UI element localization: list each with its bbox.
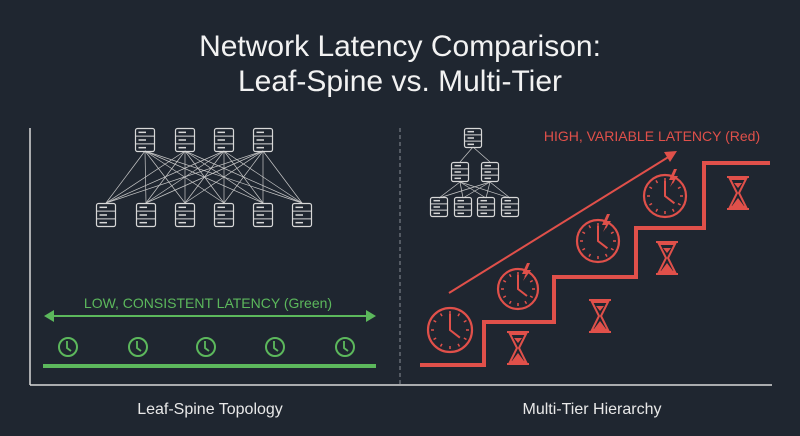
- clock-icon: [335, 337, 355, 357]
- link-line: [485, 181, 491, 199]
- server-icon: [213, 202, 235, 228]
- clock-icon: [426, 306, 474, 354]
- multi-tier-label: Multi-Tier Hierarchy: [523, 401, 662, 418]
- multi-tier-topology: [429, 127, 520, 218]
- clock-lightning-icon: [575, 214, 621, 264]
- link-line: [459, 181, 511, 199]
- server-icon: [463, 127, 483, 149]
- link-line: [105, 150, 264, 204]
- server-icon: [450, 161, 470, 183]
- server-icon: [134, 127, 156, 153]
- clock-lightning-icon: [642, 169, 688, 219]
- hourglasses: [507, 176, 749, 365]
- clock-icon: [196, 337, 216, 357]
- server-icon: [480, 161, 500, 183]
- link-line: [105, 150, 225, 204]
- link-line: [459, 181, 464, 199]
- red-clocks: [426, 169, 688, 354]
- link-line: [223, 150, 264, 204]
- server-icon: [174, 202, 196, 228]
- link-line: [462, 181, 491, 199]
- hourglass-icon: [507, 331, 529, 365]
- link-line: [459, 146, 474, 163]
- link-line: [438, 181, 461, 199]
- link-line: [472, 146, 491, 163]
- link-line: [438, 181, 491, 199]
- hourglass-icon: [727, 176, 749, 210]
- server-icon: [174, 127, 196, 153]
- server-icon: [291, 202, 313, 228]
- link-line: [459, 181, 487, 199]
- server-icon: [213, 127, 235, 153]
- title-line-2: Leaf-Spine vs. Multi-Tier: [238, 65, 562, 98]
- hourglass-icon: [656, 241, 678, 275]
- clock-icon: [128, 337, 148, 357]
- clock-icon: [58, 337, 78, 357]
- server-icon: [252, 127, 274, 153]
- link-line: [105, 150, 186, 204]
- clock-lightning-icon: [496, 263, 540, 311]
- server-icon: [429, 196, 449, 218]
- hourglass-icon: [589, 299, 611, 333]
- double-arrow: [44, 310, 376, 322]
- server-icon: [500, 196, 520, 218]
- staircase-line: [420, 161, 770, 367]
- title-line-1: Network Latency Comparison:: [199, 30, 601, 63]
- low-latency-label: LOW, CONSISTENT LATENCY (Green): [84, 295, 332, 311]
- leaf-spine-label: Leaf-Spine Topology: [137, 401, 283, 418]
- link-line: [262, 150, 303, 204]
- server-icon: [453, 196, 473, 218]
- link-line: [184, 150, 264, 204]
- link-line: [145, 150, 264, 204]
- leaf-spine-topology: [95, 127, 313, 228]
- server-icon: [476, 196, 496, 218]
- server-icon: [252, 202, 274, 228]
- green-clocks: [58, 337, 355, 357]
- rising-arrow: [448, 151, 677, 294]
- link-line: [489, 181, 511, 199]
- server-icon: [95, 202, 117, 228]
- clock-icon: [265, 337, 285, 357]
- link-line: [105, 150, 146, 204]
- server-icon: [135, 202, 157, 228]
- high-latency-label: HIGH, VARIABLE LATENCY (Red): [544, 128, 760, 144]
